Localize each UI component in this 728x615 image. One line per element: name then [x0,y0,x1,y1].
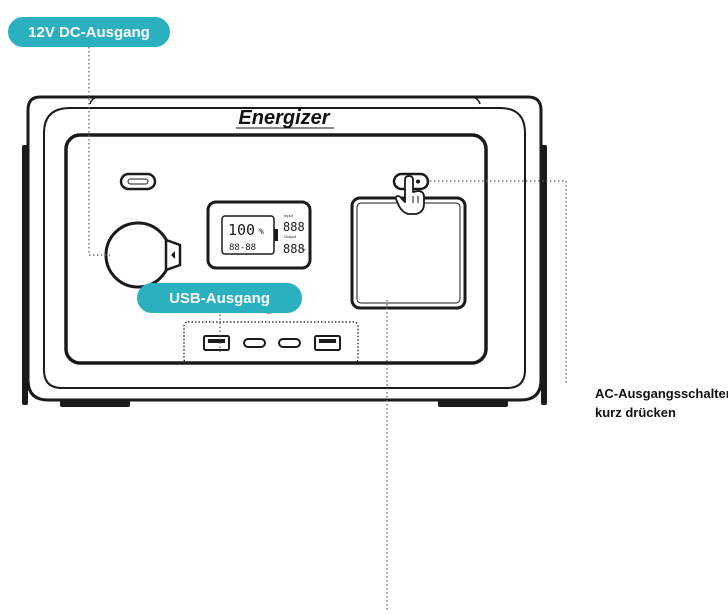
handle-bar [89,96,481,105]
lcd-input-value: 888 [283,220,305,234]
ac-switch-indicator [416,179,420,184]
device-body-inner [43,107,526,389]
left-foot [60,399,130,407]
ac-switch-callout-line1: AC-Ausgangsschalter [595,386,728,401]
lcd-battery-value: 100 [228,221,255,239]
usb-a-port-right-tongue [319,339,336,343]
dc-power-button-inner [127,178,149,185]
usb-output-label: USB-Ausgang [137,283,302,313]
brand-logo: Energizer [238,107,330,129]
usb-c-port-left[interactable] [243,338,266,348]
leader-line-ac-switch [426,180,567,384]
press-hand-icon [394,175,425,215]
lcd-frame [206,200,312,270]
ac-switch-callout-line2: kurz drücken [595,405,676,420]
lcd-input-label: Input [284,213,294,218]
leader-line-dc [88,47,110,256]
dc-outlet-12v[interactable] [104,221,172,289]
lcd-output-label: Output [284,234,297,239]
dc-outlet-arrow-icon [171,251,175,259]
lcd-battery-unit: % [259,227,264,236]
ac-switch-callout: AC-Ausgangsschalter kurz drücken [595,384,728,422]
lcd-time: 88-88 [229,243,256,253]
dc-output-label: 12V DC-Ausgang [8,17,170,47]
lcd-output-unit: W [302,247,306,252]
right-foot [438,399,508,407]
lcd-battery-cap [274,229,278,241]
usb-bay [183,321,359,364]
usb-a-port-left-tongue [208,339,225,343]
lcd-output-value: 888 [283,242,305,256]
usb-c-port-right[interactable] [278,338,301,348]
